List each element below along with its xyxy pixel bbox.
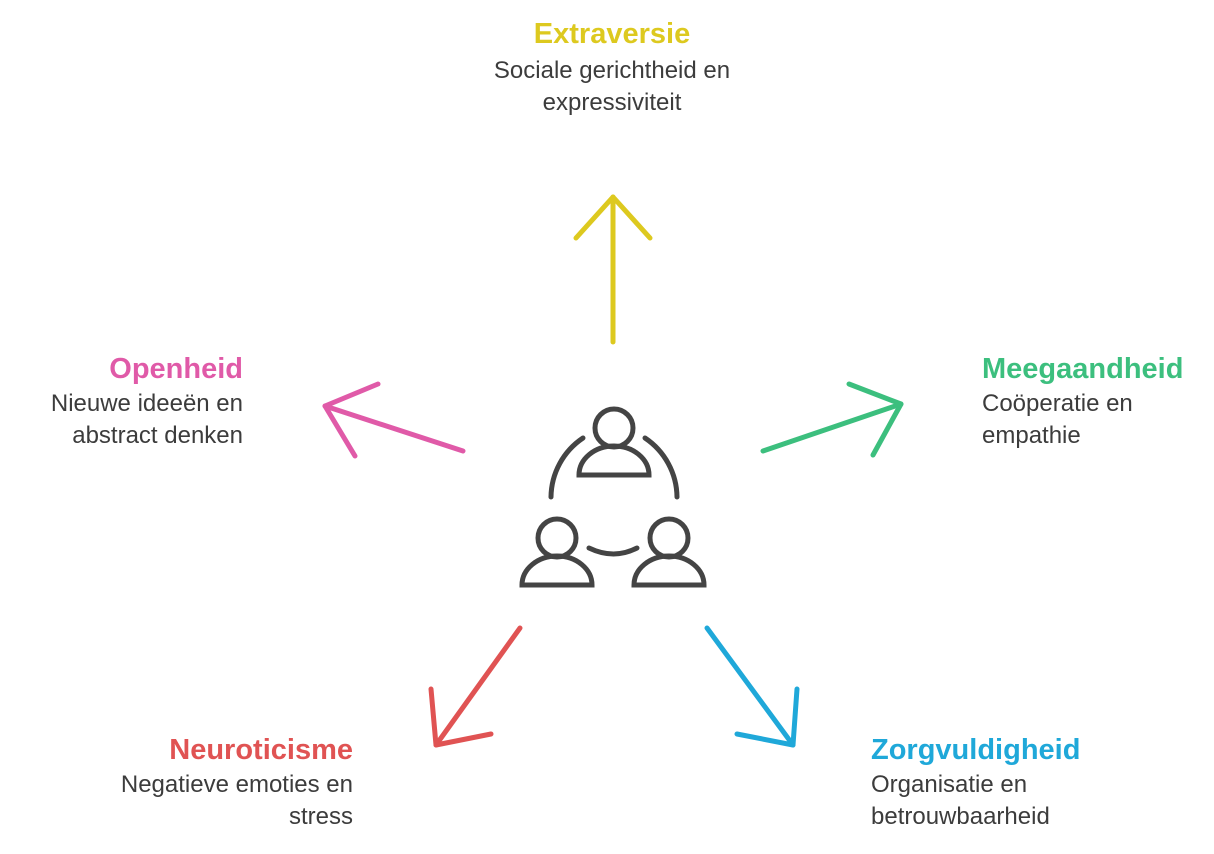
label-zorgvuldigheid: Zorgvuldigheid Organisatie en betrouwbaa… [871,733,1111,833]
label-extraversie: Extraversie Sociale gerichtheid en expre… [457,17,767,119]
label-openheid: Openheid Nieuwe ideeën en abstract denke… [10,352,243,452]
arrow-openheid [322,381,466,459]
trait-title-zorgvuldigheid: Zorgvuldigheid [871,734,1081,766]
trait-desc-meegaandheid: Coöperatie en empathie [982,390,1133,449]
trait-title-meegaandheid: Meegaandheid [982,353,1184,385]
trait-desc-extraversie: Sociale gerichtheid en expressiviteit [493,57,731,116]
arrow-zorgvuldigheid [704,625,800,748]
group-people-icon [519,406,707,588]
label-meegaandheid: Meegaandheid Coöperatie en empathie [982,352,1207,452]
trait-desc-openheid: Nieuwe ideeën en abstract denken [50,390,243,449]
trait-desc-neuroticisme: Negatieve emoties en stress [120,771,353,830]
trait-title-openheid: Openheid [109,353,243,385]
label-neuroticisme: Neuroticisme Negatieve emoties en stress [60,733,353,833]
arrow-neuroticisme [428,625,523,748]
arrow-extraversie [573,194,653,345]
trait-title-extraversie: Extraversie [533,18,691,50]
arrow-meegaandheid [760,381,904,458]
trait-desc-zorgvuldigheid: Organisatie en betrouwbaarheid [871,771,1050,830]
trait-title-neuroticisme: Neuroticisme [169,734,353,766]
